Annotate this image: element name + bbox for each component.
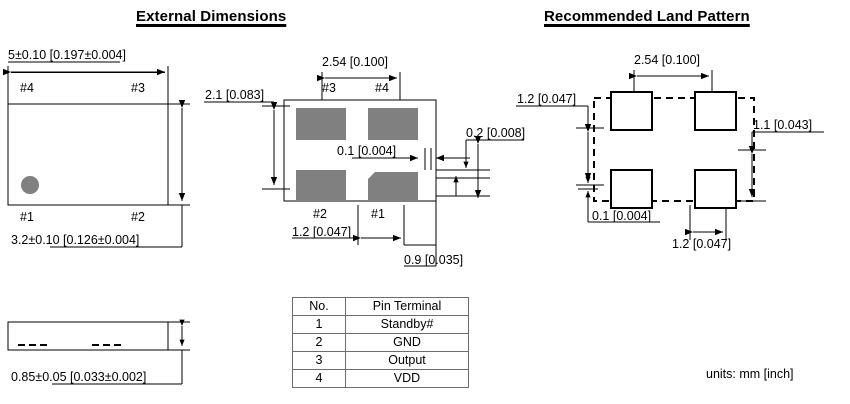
dim-label-side-view-height: 0.85±0.05 [0.033±0.002] <box>11 370 147 384</box>
pin1-marker-dot <box>21 176 39 194</box>
pin-no: 1 <box>292 315 346 334</box>
land-pad-bottom-left <box>610 169 653 209</box>
pin-terminal: GND <box>345 333 469 352</box>
pin-label-bottom-view-4: #4 <box>375 81 389 95</box>
title-external-dimensions: External Dimensions <box>136 8 287 25</box>
land-pad-bottom-right <box>694 169 737 209</box>
pin-label-top-view-3: #3 <box>131 81 145 95</box>
pin-label-bottom-view-1: #1 <box>371 207 385 221</box>
dim-label-land-pad-height-left: 1.2 [0.047] <box>517 92 577 106</box>
dim-label-top-view-width: 5±0.10 [0.197±0.004] <box>8 48 126 62</box>
pin-label-top-view-4: #4 <box>20 81 34 95</box>
dim-label-land-pad-height-right: 1.1 [0.043] <box>753 118 813 132</box>
pin-label-bottom-view-2: #2 <box>313 207 327 221</box>
top-view-body <box>7 103 169 206</box>
dim-label-bottom-view-pad-offset: 0.9 [0.035] <box>404 253 464 267</box>
land-pattern-outline <box>593 97 755 202</box>
pin-label-bottom-view-3: #3 <box>322 81 336 95</box>
pin-terminal: Output <box>345 351 469 370</box>
dim-label-top-view-height: 3.2±0.10 [0.126±0.004] <box>11 233 140 247</box>
dim-label-land-gap: 0.1 [0.004] <box>592 209 652 223</box>
title-recommended-land-pattern: Recommended Land Pattern <box>544 8 750 25</box>
side-view-body <box>7 321 169 351</box>
dim-label-bottom-view-gap: 0.1 [0.004] <box>337 144 397 158</box>
units-note: units: mm [inch] <box>706 367 794 381</box>
table-row: 2 GND <box>292 333 469 352</box>
pin-terminal: Standby# <box>345 315 469 334</box>
pin-table-body: No. Pin Terminal 1 Standby# 2 GND 3 Outp… <box>292 297 469 388</box>
land-pad-top-left <box>610 91 653 131</box>
table-header-terminal: Pin Terminal <box>345 297 469 316</box>
bottom-view-body <box>283 99 437 202</box>
table-header-row: No. Pin Terminal <box>292 297 469 316</box>
pad-1-chamfered <box>368 172 418 202</box>
pin-terminal-table: No. Pin Terminal 1 Standby# 2 GND 3 Outp… <box>292 297 469 388</box>
pin-no: 2 <box>292 333 346 352</box>
dim-label-bottom-view-pitch-x: 2.54 [0.100] <box>322 55 389 69</box>
dim-label-land-pad-width: 1.2 [0.047] <box>672 237 732 251</box>
pad-3 <box>296 108 346 140</box>
dim-label-bottom-view-edge: 0.2 [0.008] <box>466 126 526 140</box>
table-header-no: No. <box>292 297 346 316</box>
pin-no: 3 <box>292 351 346 370</box>
table-row: 3 Output <box>292 351 469 370</box>
land-pattern-pads <box>610 91 737 209</box>
pin-label-top-view-2: #2 <box>131 210 145 224</box>
pad-4 <box>368 108 418 140</box>
dim-label-bottom-view-pad-width: 1.2 [0.047] <box>292 225 352 239</box>
pin-no: 4 <box>292 369 346 388</box>
pin-label-top-view-1: #1 <box>20 210 34 224</box>
bottom-view-pads <box>296 108 418 202</box>
table-row: 4 VDD <box>292 369 469 388</box>
dim-label-land-pitch-x: 2.54 [0.100] <box>634 53 701 67</box>
pad-2 <box>296 170 346 202</box>
pin-terminal: VDD <box>345 369 469 388</box>
table-row: 1 Standby# <box>292 315 469 334</box>
land-pad-top-right <box>694 91 737 131</box>
dim-label-bottom-view-pitch-y: 2.1 [0.083] <box>205 88 265 102</box>
